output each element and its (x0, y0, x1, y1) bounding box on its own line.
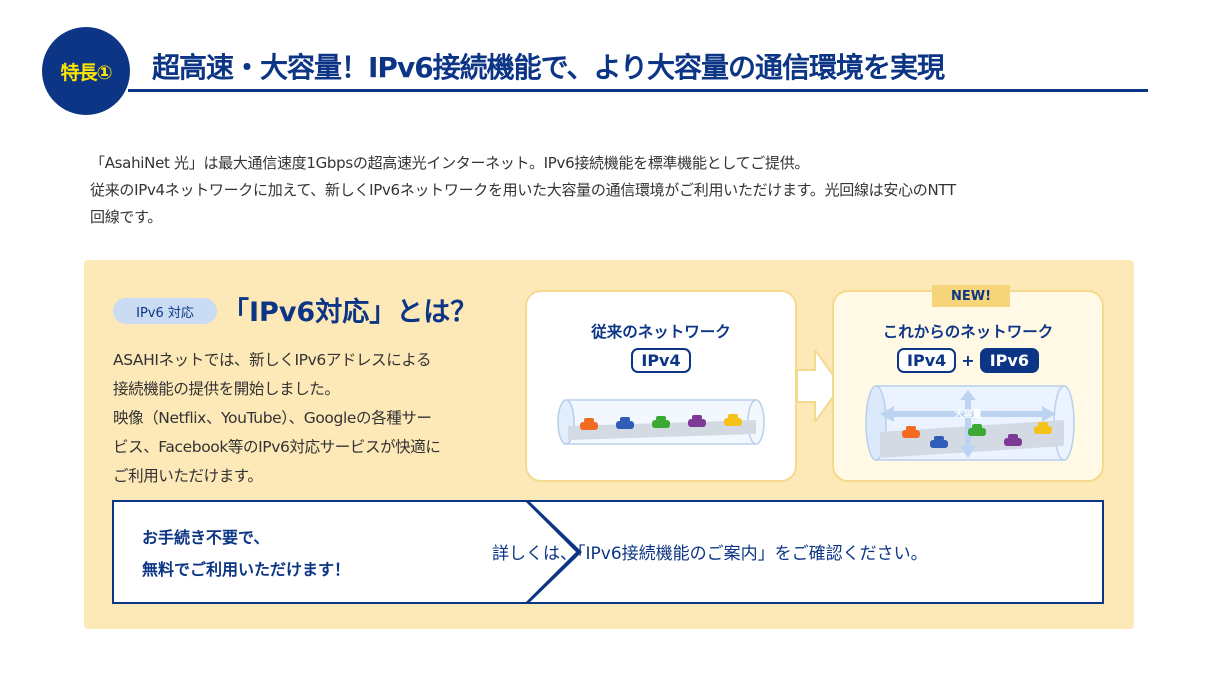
car-icon (1004, 438, 1022, 446)
car-cabin (620, 417, 630, 422)
ipv6-tag: IPv6 対応 (113, 298, 217, 324)
intro-line-1: 「AsahiNet 光」は最大通信速度1Gbpsの超高速光インターネット。IPv… (90, 154, 810, 172)
intro-text: 「AsahiNet 光」は最大通信速度1Gbpsの超高速光インターネット。IPv… (90, 150, 1150, 231)
heading-underline (128, 89, 1148, 92)
car-icon (616, 421, 634, 429)
car-cabin (1008, 434, 1018, 439)
new-badge: NEW! (932, 285, 1010, 307)
feature-badge: 特長① (42, 27, 130, 115)
car-icon (580, 422, 598, 430)
new-protocol-row: IPv4 + IPv6 (834, 348, 1102, 373)
old-network-card: 従来のネットワーク IPv4 (525, 290, 797, 482)
ipv6-description: ASAHIネットでは、新しくIPv6アドレスによる 接続機能の提供を開始しました… (113, 346, 513, 491)
desc-line: ASAHIネットでは、新しくIPv6アドレスによる (113, 351, 432, 369)
car-cabin (728, 414, 738, 419)
ipv6-panel-title: 「IPv6対応」とは？ (222, 297, 478, 328)
desc-line: ビス、Facebook等のIPv6対応サービスが快適に (113, 438, 441, 456)
car-cabin (1038, 422, 1048, 427)
car-cabin (972, 424, 982, 429)
cta-box: お手続き不要で、 無料でご利用いただけます！ 詳しくは、「IPv6接続機能のご案… (112, 500, 1104, 604)
intro-line-2: 従来のIPv4ネットワークに加えて、新しくIPv6ネットワークを用いた大容量の通… (90, 181, 956, 199)
desc-line: 映像（Netflix、YouTube）、Googleの各種サー (113, 409, 432, 427)
tube-road (568, 420, 756, 440)
car-cabin (656, 416, 666, 421)
car-icon (688, 419, 706, 427)
car-icon (724, 418, 742, 426)
ipv4-pill: IPv4 (897, 348, 957, 373)
capacity-label: 大容量 (954, 408, 981, 420)
cta-line-2: 無料でご利用いただけます！ (142, 560, 351, 579)
car-cabin (692, 415, 702, 420)
ipv6-guide-link[interactable]: 詳しくは、「IPv6接続機能のご案内」をご確認ください。 (492, 544, 928, 564)
desc-line: ご利用いただけます。 (113, 467, 263, 485)
car-icon (652, 420, 670, 428)
car-cabin (934, 436, 944, 441)
intro-line-3: 回線です。 (90, 208, 163, 226)
car-cabin (906, 426, 916, 431)
transition-arrow-icon (797, 350, 841, 422)
old-network-tube-illustration (557, 399, 765, 445)
car-cabin (584, 418, 594, 423)
old-network-title: 従来のネットワーク (591, 323, 731, 341)
new-network-title: これからのネットワーク (882, 323, 1054, 341)
ipv4-pill: IPv4 (631, 348, 691, 373)
cta-free-message: お手続き不要で、 無料でご利用いただけます！ (142, 522, 350, 586)
ipv6-pill: IPv6 (979, 348, 1039, 373)
old-protocol-row: IPv4 (527, 348, 795, 373)
desc-line: 接続機能の提供を開始しました。 (113, 380, 340, 398)
car-icon (968, 428, 986, 436)
section-heading: 超高速・大容量！IPv6接続機能で、より大容量の通信環境を実現 (152, 51, 945, 84)
capacity-arrows-icon (880, 390, 1056, 458)
plus-sign: + (961, 351, 975, 370)
tube-road (880, 420, 1064, 458)
car-icon (1034, 426, 1052, 434)
car-icon (930, 440, 948, 448)
new-network-tube-illustration: 大容量 (865, 385, 1075, 461)
car-icon (902, 430, 920, 438)
cta-line-1: お手続き不要で、 (142, 528, 270, 547)
